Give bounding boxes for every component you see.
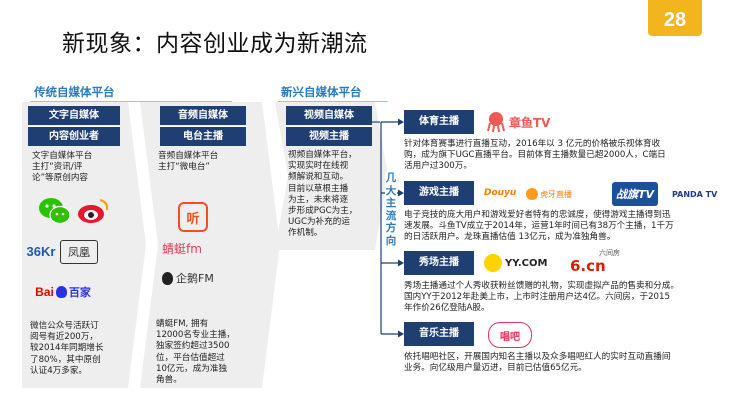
wechat-icon xyxy=(39,198,71,225)
qingting-logo: 蜻蜓fm xyxy=(162,242,202,256)
vertical-label: 几大主流方向 xyxy=(385,172,397,248)
zhangyu-tv-logo: 章鱼TV xyxy=(486,110,550,134)
section-emerging: 新兴自媒体平台 xyxy=(281,85,362,99)
weibo-icon xyxy=(78,199,109,223)
col2-desc: 音频自媒体平台 主打“微电台” xyxy=(158,151,219,173)
section-emerging-underline xyxy=(278,101,388,102)
changba-logo: 唱吧 xyxy=(488,322,532,348)
category-sports-desc: 针对体育赛事进行直播互动，2016年以 3 亿元的价格被乐视体育收 购，成为旗下… xyxy=(404,139,666,172)
col1-desc: 文字自媒体平台 主打“资讯/评 论”等原创内容 xyxy=(32,151,93,184)
category-sports: 体育主播 xyxy=(404,110,474,134)
yy-logo: YY.COM xyxy=(484,250,547,276)
baidu-baijia-logo: Bai 百家 xyxy=(35,285,91,299)
col2-box-line1: 音频自媒体 xyxy=(160,106,246,125)
qie-fm-logo: 企鹅FM xyxy=(162,270,214,286)
zhanqi-tv-logo: 战旗TV xyxy=(612,182,659,206)
column2-chevron-bg xyxy=(140,102,280,388)
arrow-game xyxy=(398,189,404,197)
category-music-desc: 依托唱吧社区，开展国内知名主播以及众多唱吧红人的实时互动直播间 业务。向亿级用户… xyxy=(404,352,671,374)
category-music: 音乐主播 xyxy=(404,322,474,346)
kr36-logo: 36Kr xyxy=(26,243,56,259)
col3-box-line2: 视频主播 xyxy=(286,126,372,146)
baidu-paw-icon xyxy=(55,286,67,298)
ximalaya-logo: 听 xyxy=(178,202,208,232)
arrow-sports xyxy=(398,118,404,126)
huya-logo: 虎牙直播 xyxy=(526,182,572,206)
category-game: 游戏主播 xyxy=(404,181,474,205)
ifeng-logo: 凤凰 xyxy=(60,240,98,264)
douyu-logo: Douyu xyxy=(484,188,517,198)
col2-box-line2: 电台主播 xyxy=(160,126,246,146)
col3-desc: 视频自媒体平台， 实现实时在线视 频解说和互动。 目前以草根主播 为主，未来将逐… xyxy=(288,150,358,239)
col3-box-line1: 视频自媒体 xyxy=(286,106,372,125)
column1-chevron-bg xyxy=(22,102,146,388)
col1-footer: 微信公众号活跃订 阅号有近200万， 较2014年同期增长 了80%，其中原创 … xyxy=(30,321,104,376)
liujianfang-logo: 六间房 6.cn xyxy=(570,249,620,275)
page-title: 新现象：内容创业成为新潮流 xyxy=(62,31,368,57)
category-game-desc: 电子竞技的庞大用户和游戏爱好者特有的忠诚度，使得游戏主播得到迅 速发展。斗鱼TV… xyxy=(404,210,674,243)
category-show: 秀场主播 xyxy=(404,251,474,275)
col1-box-line2: 内容创业者 xyxy=(28,126,120,146)
arrow-show xyxy=(398,259,404,267)
section-traditional: 传统自媒体平台 xyxy=(34,85,115,99)
page-number-badge: 28 xyxy=(648,0,702,36)
penguin-icon xyxy=(162,271,173,285)
octopus-icon xyxy=(487,112,505,133)
col1-box-line1: 文字自媒体 xyxy=(28,106,120,125)
category-show-desc: 秀场主播通过个人秀收获粉丝馈赠的礼物，实现虚拟产品的售卖和分成。 国内YY于20… xyxy=(404,281,680,314)
col2-footer: 蜻蜓FM, 拥有 12000名专业主播， 独家签约超过3500 位，平台估值超过… xyxy=(156,319,235,386)
panda-tv-logo: PANDA TV xyxy=(672,189,718,199)
section-traditional-underline xyxy=(30,101,232,102)
huya-tiger-icon xyxy=(526,188,538,200)
yy-mascot-icon xyxy=(484,254,502,272)
arrow-music xyxy=(398,330,404,338)
